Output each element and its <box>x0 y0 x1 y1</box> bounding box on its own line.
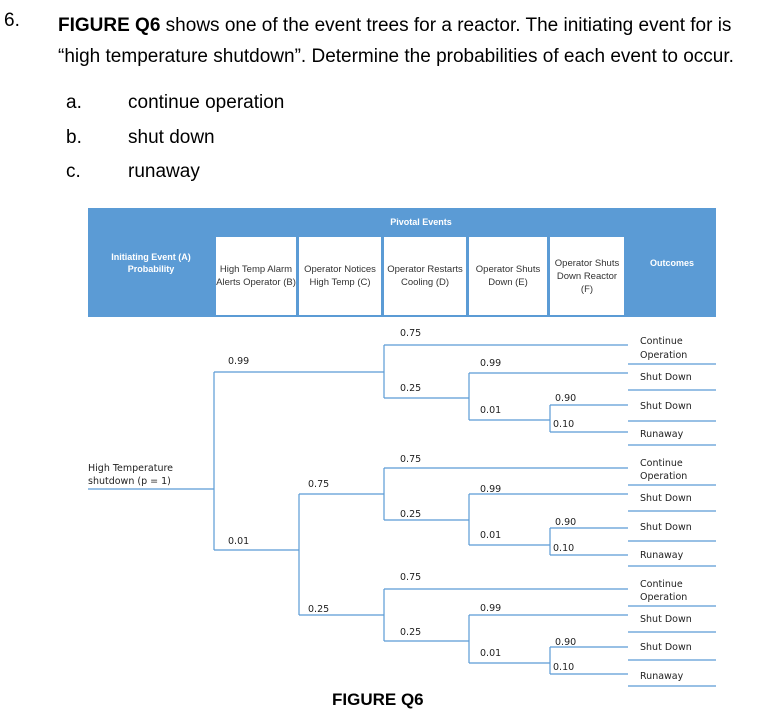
option-c-text: runaway <box>128 161 200 182</box>
prob-d3-upper: 0.75 <box>400 572 421 583</box>
outcome-10: Shut Down <box>640 614 692 625</box>
initiating-event-line2: shutdown (p = 1) <box>88 476 171 487</box>
outcome-4: Runaway <box>640 429 684 440</box>
prob-c-upper: 0.75 <box>308 479 329 490</box>
prob-f3-lower: 0.10 <box>553 662 574 673</box>
prob-f2-upper: 0.90 <box>555 517 576 528</box>
prob-f1-upper: 0.90 <box>555 393 576 404</box>
prob-e3-upper: 0.99 <box>480 603 501 614</box>
outcome-5-line1: Continue <box>640 458 683 469</box>
prob-d2-lower: 0.25 <box>400 509 421 520</box>
prob-b-lower: 0.01 <box>228 536 249 547</box>
option-b-text: shut down <box>128 127 215 148</box>
header-col-c: Operator Notices High Temp (C) <box>299 237 381 315</box>
prob-c-lower: 0.25 <box>308 604 329 615</box>
prob-e1-lower: 0.01 <box>480 405 501 416</box>
initiating-event-line1: High Temperature <box>88 463 173 474</box>
header-col-b: High Temp Alarm Alerts Operator (B) <box>216 237 296 315</box>
outcome-7: Shut Down <box>640 522 692 533</box>
header-initiating-event: Initiating Event (A) Probability <box>111 251 191 274</box>
prob-e2-upper: 0.99 <box>480 484 501 495</box>
header-col-f: Operator Shuts Down Reactor (F) <box>550 237 624 315</box>
option-a-letter: a. <box>66 92 82 113</box>
prob-b-upper: 0.99 <box>228 356 249 367</box>
prob-e3-lower: 0.01 <box>480 648 501 659</box>
header-pivotal-events: Pivotal Events <box>390 216 452 227</box>
outcome-9-line1: Continue <box>640 579 683 590</box>
outcome-3: Shut Down <box>640 401 692 412</box>
question-body: shows one of the event trees for a react… <box>58 15 734 67</box>
tree-branches <box>88 344 716 687</box>
option-a-text: continue operation <box>128 92 285 113</box>
outcome-6: Shut Down <box>640 493 692 504</box>
figure-reference: FIGURE Q6 <box>58 15 161 36</box>
prob-d1-lower: 0.25 <box>400 383 421 394</box>
header-col-e: Operator Shuts Down (E) <box>469 237 547 315</box>
outcome-1-line2: Operation <box>640 350 687 361</box>
outcome-2: Shut Down <box>640 372 692 383</box>
prob-f3-upper: 0.90 <box>555 637 576 648</box>
prob-d3-lower: 0.25 <box>400 627 421 638</box>
question-text: FIGURE Q6 shows one of the event trees f… <box>58 10 773 72</box>
outcome-5-line2: Operation <box>640 471 687 482</box>
outcome-8: Runaway <box>640 550 684 561</box>
outcome-1-line1: Continue <box>640 336 683 347</box>
prob-f2-lower: 0.10 <box>553 543 574 554</box>
prob-f1-lower: 0.10 <box>553 419 574 430</box>
outcome-12: Runaway <box>640 671 684 682</box>
prob-e2-lower: 0.01 <box>480 530 501 541</box>
outcome-11: Shut Down <box>640 642 692 653</box>
question-number: 6. <box>4 10 20 31</box>
outcome-9-line2: Operation <box>640 592 687 603</box>
prob-d2-upper: 0.75 <box>400 454 421 465</box>
prob-e1-upper: 0.99 <box>480 358 501 369</box>
option-b-letter: b. <box>66 127 82 148</box>
option-c-letter: c. <box>66 161 81 182</box>
figure-caption: FIGURE Q6 <box>332 690 424 709</box>
header-col-d: Operator Restarts Cooling (D) <box>384 237 466 315</box>
header-outcomes: Outcomes <box>649 257 694 268</box>
prob-d1-upper: 0.75 <box>400 328 421 339</box>
